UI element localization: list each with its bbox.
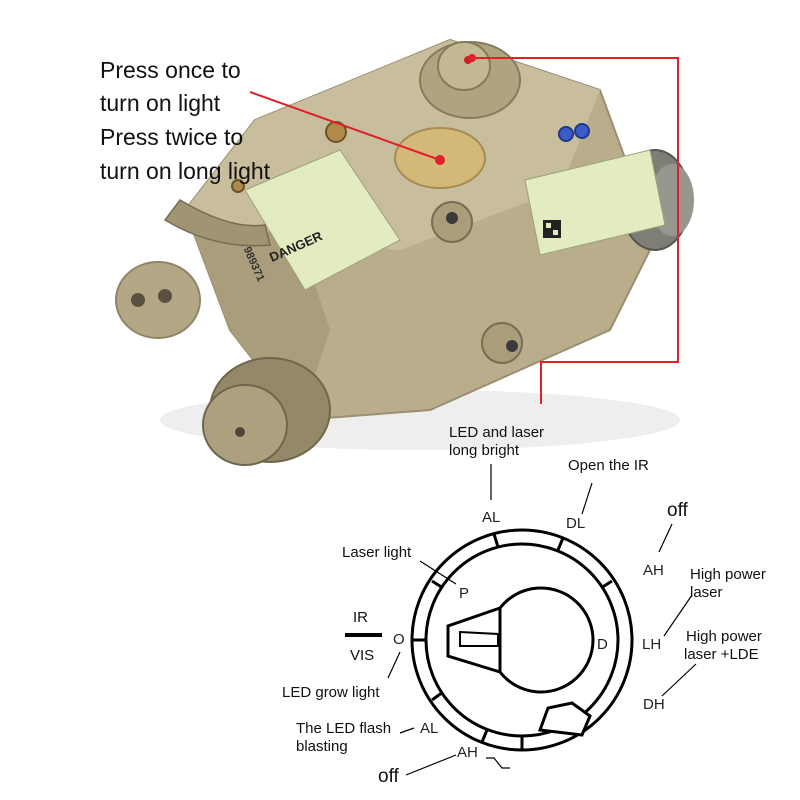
- mode-lh: LH: [642, 636, 662, 653]
- desc-laser-light: Laser light: [342, 544, 412, 561]
- mode-al-left: AL: [420, 720, 439, 737]
- mode-o: O: [393, 631, 405, 648]
- dial-inner-ring: [424, 542, 620, 738]
- callout-line-button: [249, 91, 441, 161]
- warning-label: [244, 149, 401, 291]
- selector-knob-outline: [498, 586, 595, 694]
- desc-led-laser-1: LED and laser: [449, 424, 545, 441]
- callout-line-knob: [472, 57, 679, 404]
- front-cylinder-hole: [235, 427, 245, 437]
- turret-side: [481, 322, 523, 364]
- desc-high-power-1: High power: [690, 566, 766, 583]
- mode-dh: DH: [643, 696, 665, 713]
- mode-al-top: AL: [482, 509, 501, 526]
- mount-bracket: [163, 199, 271, 247]
- desc-off-top: off: [667, 500, 688, 521]
- mode-ah-bottom: AH: [457, 744, 478, 761]
- callout-line-3: Press twice to: [100, 124, 244, 150]
- selector-pointer: [446, 605, 502, 675]
- desc-open-ir: Open the IR: [568, 457, 649, 474]
- desc-vis: VIS: [350, 647, 375, 664]
- desc-led-grow: LED grow light: [282, 684, 380, 701]
- desc-off-bottom: off: [378, 766, 399, 787]
- desc-high-power-2: laser: [690, 584, 723, 601]
- blue-screw-1: [558, 126, 574, 142]
- dial-ticks: [412, 533, 613, 750]
- desc-led-laser-2: long bright: [449, 442, 520, 459]
- mode-dl: DL: [566, 515, 586, 532]
- desc-ir: IR: [353, 609, 368, 626]
- desc-high-power-lde-2: laser +LDE: [684, 646, 759, 663]
- mode-ah-right: AH: [643, 562, 664, 579]
- callout-line-4: turn on long light: [100, 158, 271, 184]
- lens-hole-1: [131, 293, 145, 307]
- front-lens-block: [115, 261, 201, 339]
- lens-hole-2: [158, 289, 172, 303]
- desc-high-power-lde-1: High power: [686, 628, 762, 645]
- brass-screw-2: [231, 179, 245, 193]
- callout-line-1: Press once to: [100, 57, 241, 83]
- callout-line-2: turn on light: [100, 90, 221, 116]
- desc-led-flash-2: blasting: [296, 738, 348, 755]
- front-cylinder-face: [202, 384, 288, 466]
- blue-screw-2: [574, 123, 590, 139]
- mode-p: P: [459, 585, 470, 602]
- mode-d: D: [597, 636, 608, 653]
- desc-led-flash-1: The LED flash: [296, 720, 392, 737]
- selector-knob: [437, 41, 491, 91]
- dial-notch: [537, 701, 592, 737]
